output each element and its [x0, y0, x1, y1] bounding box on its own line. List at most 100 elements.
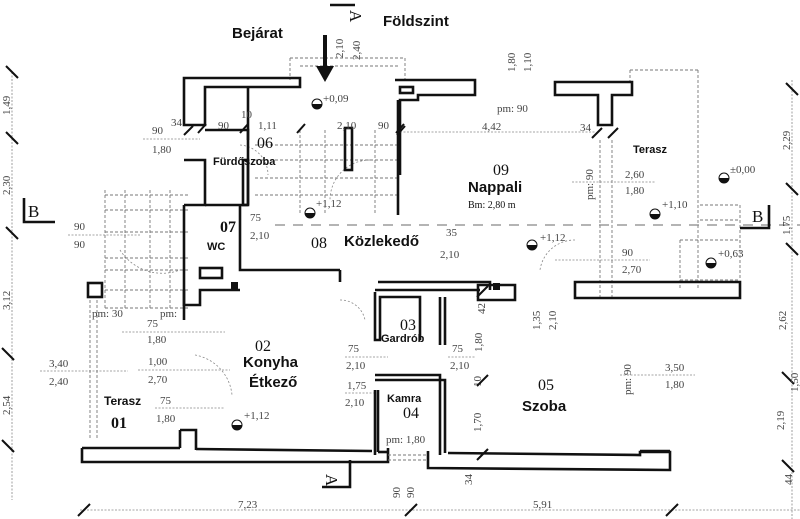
svg-text:90: 90: [218, 120, 230, 132]
svg-text:75: 75: [147, 318, 159, 330]
right-dimension-labels: 2,29 1,75 2,62 2,19 1,50 44: [775, 130, 800, 485]
svg-text:2,19: 2,19: [775, 410, 787, 430]
svg-text:90: 90: [74, 239, 86, 251]
svg-text:Terasz: Terasz: [104, 394, 141, 408]
door-arcs: [119, 144, 576, 396]
level-label: +1,12: [540, 232, 565, 244]
svg-text:3,12: 3,12: [1, 291, 13, 310]
svg-text:1,80: 1,80: [156, 413, 176, 425]
room-terrace-right: Terasz: [633, 144, 668, 156]
room-03: 03 Gardrób: [381, 317, 425, 345]
svg-text:pm: 90: pm: 90: [622, 364, 634, 395]
svg-text:Nappali: Nappali: [468, 179, 522, 196]
level-markers: [231, 98, 730, 431]
svg-text:3,40: 3,40: [49, 358, 69, 370]
svg-text:2,10: 2,10: [250, 230, 270, 242]
svg-text:34: 34: [171, 117, 183, 129]
svg-text:Közlekedő: Közlekedő: [344, 233, 419, 250]
svg-text:10: 10: [241, 109, 253, 121]
svg-text:06: 06: [257, 135, 273, 152]
svg-text:10: 10: [472, 376, 484, 388]
svg-text:2,10: 2,10: [346, 360, 366, 372]
svg-text:1,10: 1,10: [522, 52, 534, 72]
section-mark-b-right: B: [752, 207, 763, 226]
svg-text:2,30: 2,30: [1, 175, 13, 195]
section-mark-a-top: A: [346, 10, 365, 23]
svg-text:34: 34: [463, 474, 475, 486]
svg-text:34: 34: [580, 122, 592, 134]
opening-dimensions: 90 1,80 34 10 1,11 90 2,10 90 4,42 pm: 9…: [40, 103, 695, 461]
svg-text:1,70: 1,70: [472, 412, 484, 432]
level-marker-icon: [311, 98, 323, 110]
level-marker-icon: [705, 257, 717, 269]
svg-text:1,00: 1,00: [148, 356, 168, 368]
svg-text:3,50: 3,50: [665, 362, 685, 374]
svg-text:1,49: 1,49: [1, 95, 13, 115]
svg-text:90: 90: [622, 247, 634, 259]
svg-text:90: 90: [152, 125, 164, 137]
svg-text:90: 90: [74, 221, 86, 233]
svg-text:2,40: 2,40: [351, 40, 363, 60]
section-mark-a-bottom: A: [322, 474, 341, 487]
svg-text:75: 75: [452, 343, 464, 355]
level-label: +0,63: [718, 248, 744, 260]
svg-text:Gardrób: Gardrób: [381, 333, 425, 345]
svg-text:05: 05: [538, 377, 554, 394]
room-04: Kamra 04: [387, 393, 422, 422]
vent-icon: [493, 283, 500, 290]
svg-text:07: 07: [220, 219, 236, 236]
svg-text:90: 90: [378, 120, 390, 132]
svg-text:2,40: 2,40: [49, 376, 69, 388]
svg-text:01: 01: [111, 415, 127, 432]
svg-text:pm:: pm:: [160, 308, 177, 320]
svg-text:1,50: 1,50: [789, 372, 800, 392]
vent-icon: [231, 282, 238, 289]
left-dimension-chain: [1, 65, 19, 500]
svg-text:2,60: 2,60: [625, 169, 645, 181]
level-label: +0,09: [323, 93, 349, 105]
svg-text:2,29: 2,29: [781, 130, 793, 150]
svg-text:90: 90: [391, 487, 403, 499]
walls: [22, 3, 771, 489]
svg-text:35: 35: [446, 227, 458, 239]
svg-text:04: 04: [403, 405, 419, 422]
room-05: 05 Szoba: [522, 377, 567, 415]
svg-text:1,80: 1,80: [152, 144, 172, 156]
svg-text:WC: WC: [207, 241, 225, 253]
svg-text:42: 42: [476, 303, 488, 314]
svg-text:Fürdőszoba: Fürdőszoba: [213, 156, 276, 168]
svg-text:08: 08: [311, 235, 327, 252]
svg-text:2,10: 2,10: [345, 397, 365, 409]
entrance-label: Bejárat: [232, 25, 283, 42]
svg-text:1,80: 1,80: [625, 185, 645, 197]
level-label: +1,12: [316, 198, 341, 210]
svg-text:2,70: 2,70: [148, 374, 168, 386]
level-label: ±0,00: [730, 164, 756, 176]
level-marker-icon: [649, 208, 661, 220]
svg-text:1,80: 1,80: [506, 52, 518, 72]
svg-text:2,10: 2,10: [450, 360, 470, 372]
room-07: 07 WC: [207, 219, 236, 253]
room-08: 08 Közlekedő: [311, 233, 419, 252]
svg-text:Terasz: Terasz: [633, 144, 668, 156]
floor-title: Földszint: [383, 13, 449, 30]
svg-text:Konyha: Konyha: [243, 354, 299, 371]
svg-text:2,70: 2,70: [622, 264, 642, 276]
svg-text:2,62: 2,62: [777, 311, 789, 330]
room-06: 06 Fürdőszoba: [213, 135, 276, 168]
level-label: +1,10: [662, 199, 688, 211]
stair-grid: [89, 57, 406, 440]
svg-text:2,10: 2,10: [337, 120, 357, 132]
top-dimension-labels: 2,10 2,40 1,80 1,10: [334, 38, 534, 72]
terrace-outline: [599, 69, 741, 300]
svg-text:75: 75: [250, 212, 262, 224]
svg-text:1,75: 1,75: [347, 380, 367, 392]
svg-text:03: 03: [400, 317, 416, 334]
svg-text:pm: 30: pm: 30: [92, 308, 123, 320]
right-dimension-chain: [781, 80, 799, 519]
level-marker-icon: [526, 239, 538, 251]
svg-text:4,42: 4,42: [482, 121, 501, 133]
level-marker-icon: [231, 419, 243, 431]
